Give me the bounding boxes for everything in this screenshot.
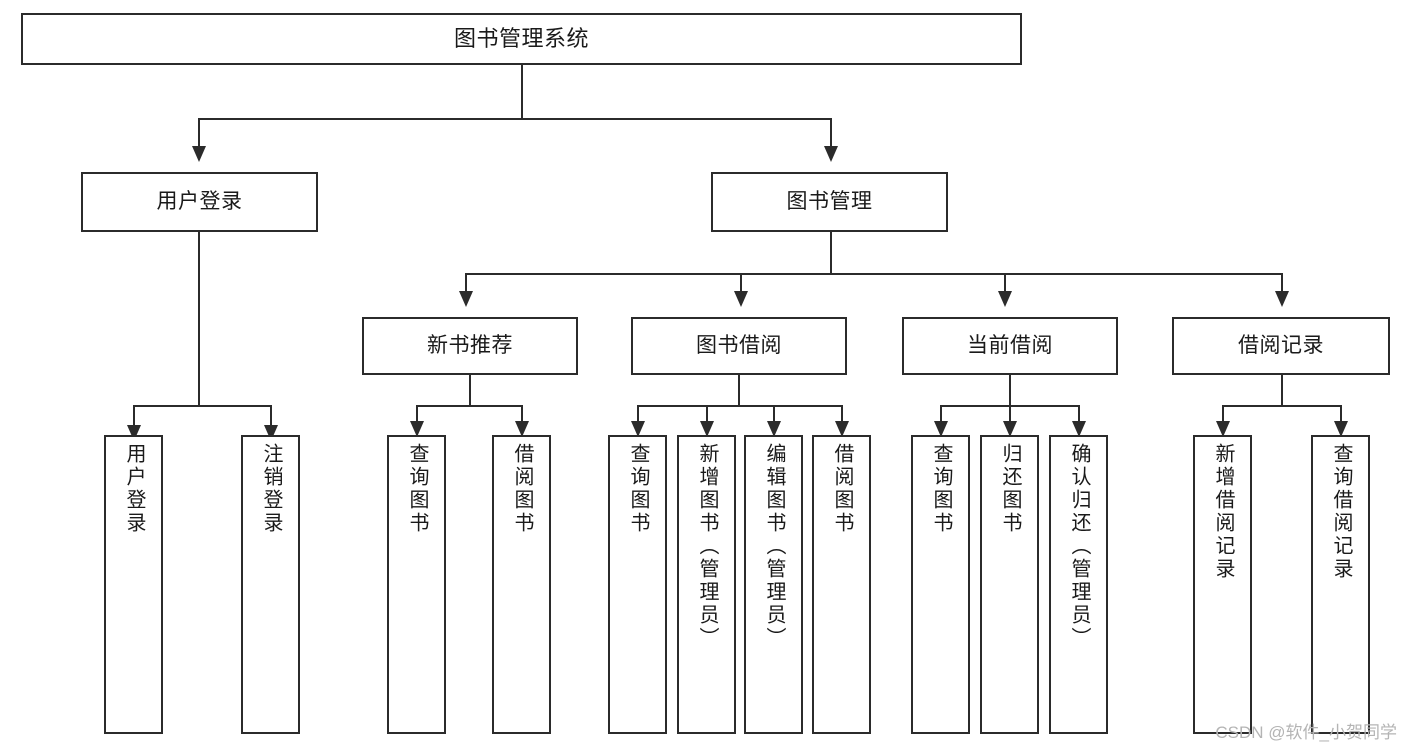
node-root-book-management-system[interactable]: 图书管理系统 bbox=[21, 13, 1022, 65]
arrow-bm-to-current-borrow bbox=[998, 291, 1012, 307]
node-label: 图书管理 bbox=[786, 190, 873, 214]
connector-nbr-to-leaf-2 bbox=[521, 405, 523, 429]
leaf-cb-query-book[interactable]: 查询图书 bbox=[911, 435, 970, 734]
connector-bb-to-leaf-2 bbox=[706, 405, 708, 429]
leaf-label: 查询图书 bbox=[627, 443, 649, 535]
connector-bb-to-leaf-1 bbox=[637, 405, 639, 429]
connector-bm-to-borrow-record bbox=[1281, 273, 1283, 297]
connector-bb-stem bbox=[738, 375, 740, 405]
arrow-bm-to-book-borrow bbox=[734, 291, 748, 307]
connector-bb-to-leaf-4 bbox=[841, 405, 843, 429]
leaf-cb-confirm-return-admin[interactable]: 确认归还（管理员） bbox=[1049, 435, 1108, 734]
connector-book-management-bus bbox=[465, 273, 1281, 275]
connector-bm-to-new-book bbox=[465, 273, 467, 297]
connector-user-login-bus bbox=[133, 405, 270, 407]
node-label: 借阅记录 bbox=[1238, 334, 1324, 358]
leaf-bb-query-book[interactable]: 查询图书 bbox=[608, 435, 667, 734]
leaf-label: 借阅图书 bbox=[831, 443, 853, 535]
arrow-br-to-leaf-2 bbox=[1334, 421, 1348, 437]
connector-root-stem bbox=[521, 65, 523, 118]
connector-br-to-leaf-1 bbox=[1222, 405, 1224, 429]
leaf-label: 查询借阅记录 bbox=[1330, 443, 1352, 581]
node-label: 新书推荐 bbox=[427, 334, 513, 358]
connector-bb-to-leaf-3 bbox=[773, 405, 775, 429]
arrow-root-to-user-login bbox=[192, 146, 206, 162]
node-book-management[interactable]: 图书管理 bbox=[711, 172, 948, 232]
node-label: 用户登录 bbox=[156, 190, 243, 214]
node-borrow-record[interactable]: 借阅记录 bbox=[1172, 317, 1390, 375]
node-label: 当前借阅 bbox=[967, 334, 1053, 358]
connector-root-bus bbox=[198, 118, 832, 120]
leaf-bb-add-book-admin[interactable]: 新增图书（管理员） bbox=[677, 435, 736, 734]
connector-user-login-stem bbox=[198, 232, 200, 405]
leaf-label: 确认归还（管理员） bbox=[1068, 443, 1090, 650]
leaf-label: 归还图书 bbox=[999, 443, 1021, 535]
leaf-label: 查询图书 bbox=[406, 443, 428, 535]
connector-bb-bus bbox=[637, 405, 843, 407]
connector-nbr-to-leaf-1 bbox=[416, 405, 418, 429]
leaf-label: 查询图书 bbox=[930, 443, 952, 535]
connector-nbr-bus bbox=[416, 405, 522, 407]
connector-root-to-book-management bbox=[830, 118, 832, 146]
watermark-csdn: CSDN @软件_小贺同学 bbox=[1215, 723, 1397, 742]
arrow-cb-to-leaf-2 bbox=[1003, 421, 1017, 437]
leaf-br-query-record[interactable]: 查询借阅记录 bbox=[1311, 435, 1370, 734]
arrow-cb-to-leaf-3 bbox=[1072, 421, 1086, 437]
arrow-bb-to-leaf-1 bbox=[631, 421, 645, 437]
node-label: 图书管理系统 bbox=[453, 25, 589, 51]
arrow-nbr-to-leaf-1 bbox=[410, 421, 424, 437]
connector-bm-to-book-borrow bbox=[740, 273, 742, 297]
arrow-bb-to-leaf-4 bbox=[835, 421, 849, 437]
leaf-label: 新增图书（管理员） bbox=[696, 443, 718, 650]
connector-user-login-to-leaf-1 bbox=[133, 405, 135, 433]
leaf-nbr-query-book[interactable]: 查询图书 bbox=[387, 435, 446, 734]
node-current-borrow[interactable]: 当前借阅 bbox=[902, 317, 1118, 375]
leaf-bb-edit-book-admin[interactable]: 编辑图书（管理员） bbox=[744, 435, 803, 734]
connector-root-to-user-login bbox=[198, 118, 200, 146]
leaf-label: 新增借阅记录 bbox=[1212, 443, 1234, 581]
connector-cb-stem bbox=[1009, 375, 1011, 405]
leaf-bb-borrow-book[interactable]: 借阅图书 bbox=[812, 435, 871, 734]
leaf-label: 用户登录 bbox=[123, 443, 145, 535]
connector-cb-to-leaf-1 bbox=[940, 405, 942, 429]
connector-nbr-stem bbox=[469, 375, 471, 405]
connector-bm-to-current-borrow bbox=[1004, 273, 1006, 297]
leaf-br-add-record[interactable]: 新增借阅记录 bbox=[1193, 435, 1252, 734]
node-label: 图书借阅 bbox=[696, 334, 782, 358]
leaf-user-login-logout[interactable]: 注销登录 bbox=[241, 435, 300, 734]
leaf-label: 编辑图书（管理员） bbox=[763, 443, 785, 650]
arrow-bb-to-leaf-3 bbox=[767, 421, 781, 437]
leaf-label: 注销登录 bbox=[260, 443, 282, 535]
arrow-nbr-to-leaf-2 bbox=[515, 421, 529, 437]
connector-book-management-stem bbox=[830, 232, 832, 273]
connector-br-stem bbox=[1281, 375, 1283, 405]
connector-cb-to-leaf-3 bbox=[1078, 405, 1080, 429]
arrow-cb-to-leaf-1 bbox=[934, 421, 948, 437]
arrow-bb-to-leaf-2 bbox=[700, 421, 714, 437]
leaf-nbr-borrow-book[interactable]: 借阅图书 bbox=[492, 435, 551, 734]
leaf-cb-return-book[interactable]: 归还图书 bbox=[980, 435, 1039, 734]
connector-br-to-leaf-2 bbox=[1340, 405, 1342, 429]
node-new-book-recommend[interactable]: 新书推荐 bbox=[362, 317, 578, 375]
node-book-borrow[interactable]: 图书借阅 bbox=[631, 317, 847, 375]
leaf-label: 借阅图书 bbox=[511, 443, 533, 535]
node-user-login[interactable]: 用户登录 bbox=[81, 172, 318, 232]
connector-user-login-to-leaf-2 bbox=[270, 405, 272, 433]
arrow-bm-to-borrow-record bbox=[1275, 291, 1289, 307]
leaf-user-login-login[interactable]: 用户登录 bbox=[104, 435, 163, 734]
arrow-br-to-leaf-1 bbox=[1216, 421, 1230, 437]
connector-cb-to-leaf-2 bbox=[1009, 405, 1011, 429]
connector-br-bus bbox=[1222, 405, 1340, 407]
arrow-bm-to-new-book bbox=[459, 291, 473, 307]
arrow-root-to-book-management bbox=[824, 146, 838, 162]
